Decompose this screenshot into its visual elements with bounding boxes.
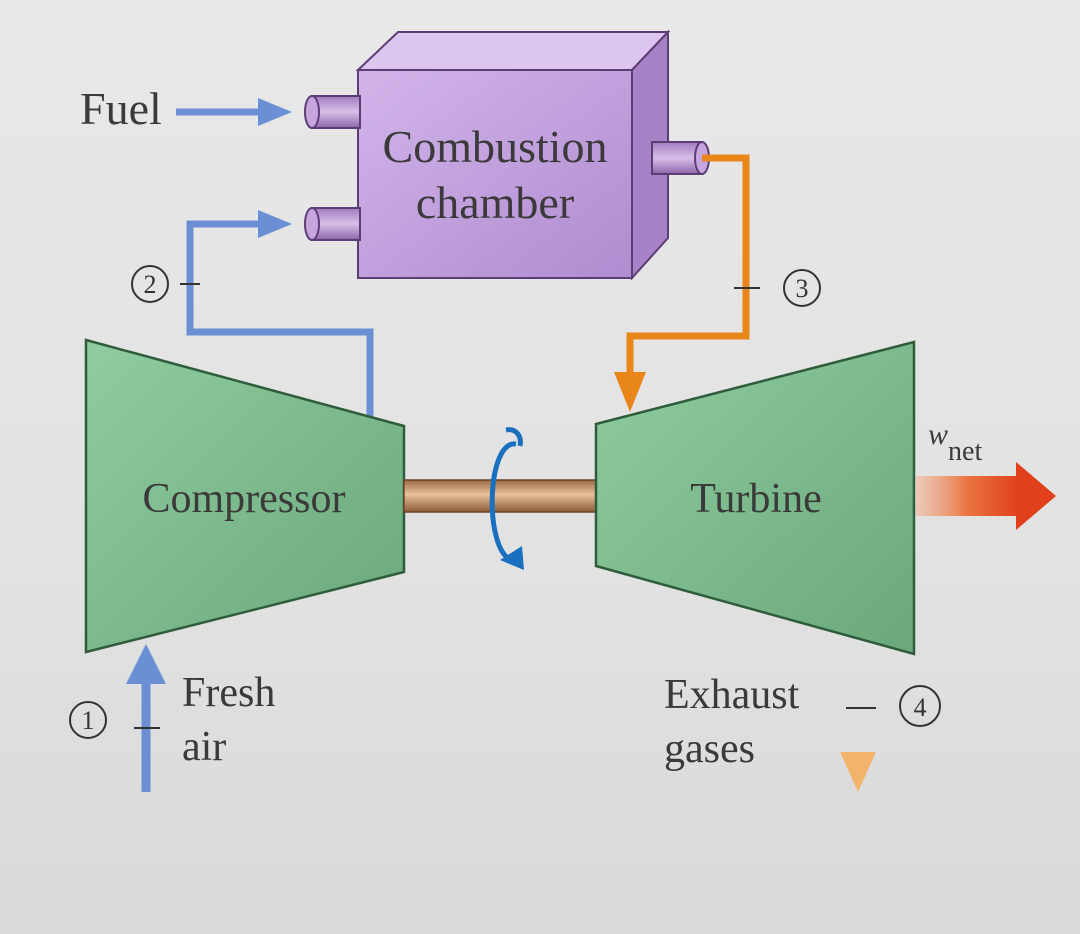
state-4-marker <box>899 685 941 727</box>
state-4-number: 4 <box>914 693 927 722</box>
fuel-inlet: Fuel <box>80 83 292 134</box>
turbine-body <box>594 340 916 656</box>
fuel-label: Fuel <box>80 83 162 134</box>
combustion-chamber: Combustion chamber <box>304 29 710 281</box>
fuel-inlet-pipe-end <box>304 95 320 129</box>
work-arrow-head <box>1016 462 1056 530</box>
hot-gas-arrow-head <box>614 372 646 412</box>
fresh-air-inlet: 1 Fresh air <box>69 644 275 792</box>
state-1-number: 1 <box>82 706 95 735</box>
fuel-arrow-head <box>258 98 292 126</box>
state-2-number: 2 <box>144 270 157 299</box>
air-inlet-pipe-end <box>304 207 320 241</box>
compressed-air-line: 2 <box>131 210 374 418</box>
exhaust-arrow-head <box>840 752 876 792</box>
turbine: Turbine <box>594 340 916 656</box>
chamber-label-line2: chamber <box>416 177 574 228</box>
hot-gas-line: 3 <box>614 154 821 412</box>
exhaust-outlet: 4 Exhaust gases <box>664 644 941 792</box>
fresh-air-label-line1: Fresh <box>182 670 275 716</box>
hot-gas-path <box>626 154 750 380</box>
compressed-air-path <box>186 220 374 418</box>
fresh-air-label-line2: air <box>182 724 226 770</box>
shaft <box>403 427 597 570</box>
state-2-marker <box>131 265 169 303</box>
compressor: Compressor <box>84 338 406 654</box>
turbine-label: Turbine <box>690 476 821 522</box>
state-3-marker <box>783 269 821 307</box>
exhaust-label-line1: Exhaust <box>664 672 800 718</box>
rotation-icon-top <box>505 427 523 447</box>
compressor-body <box>84 338 406 654</box>
rotation-arrow-head <box>500 546 524 570</box>
work-arrow-shaft <box>916 476 1020 516</box>
wnet-label: wnet <box>928 418 982 467</box>
compressed-air-arrow-head <box>258 210 292 238</box>
compressor-label: Compressor <box>143 476 346 522</box>
fresh-air-arrow-head <box>126 644 166 684</box>
exhaust-label-line2: gases <box>664 726 755 772</box>
chamber-front-face <box>357 69 633 279</box>
shaft-bar <box>403 479 597 513</box>
wnet-symbol: w <box>928 418 948 451</box>
wnet-subscript: net <box>948 436 982 467</box>
chamber-top-face <box>355 31 671 71</box>
state-1-marker <box>69 701 107 739</box>
rotation-icon <box>489 441 517 563</box>
net-work-output: wnet <box>916 418 1056 530</box>
state-3-number: 3 <box>796 274 809 303</box>
chamber-label-line1: Combustion <box>383 121 608 172</box>
